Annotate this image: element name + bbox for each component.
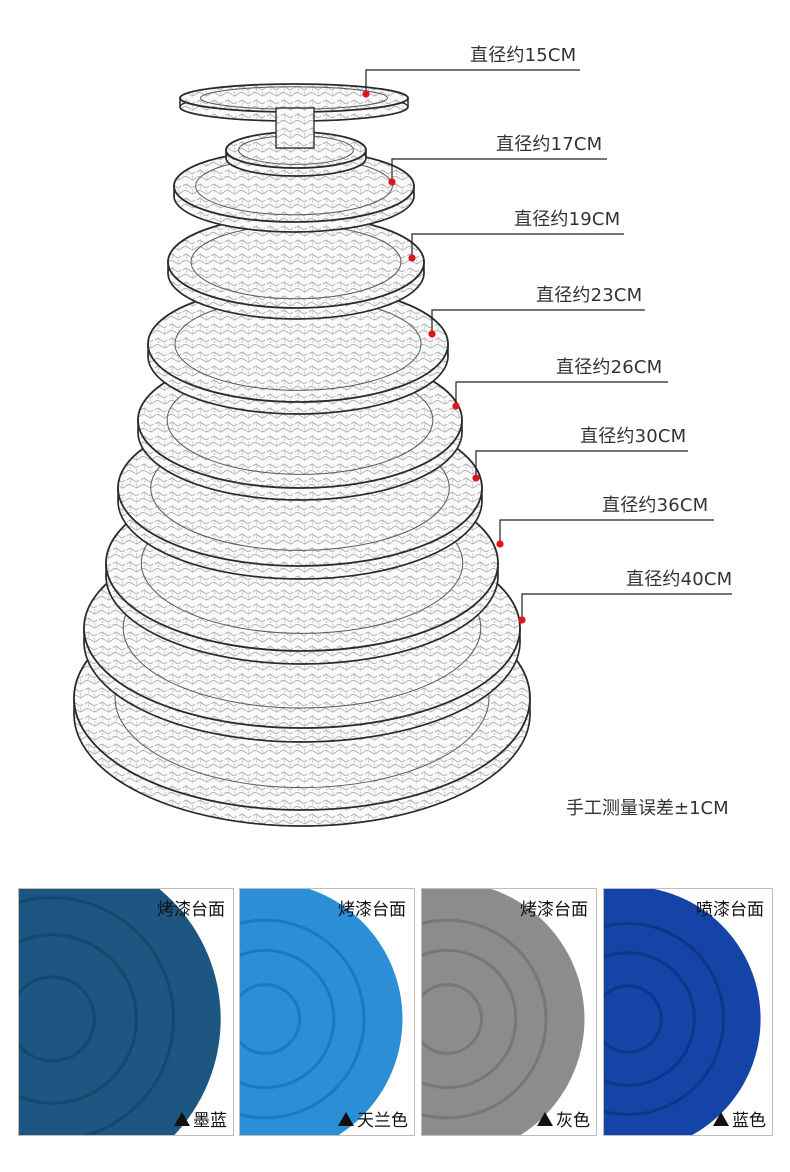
swatch-disc [604,889,761,1135]
swatch-ring [240,918,366,1120]
swatch-color-label: 蓝色 [713,1106,766,1131]
swatch-color-label: 灰色 [537,1106,590,1131]
swatch-disc [422,889,585,1135]
swatch-ring [240,983,302,1055]
swatch-ink-blue: 烤漆台面 墨蓝 [18,888,234,1136]
plate [147,285,449,415]
plate-stack-illustration [73,69,732,827]
swatch-ring [19,933,138,1105]
leader-line [499,519,714,544]
leader-line [431,309,645,334]
swatch-sky-blue: 烤漆台面 天兰色 [239,888,415,1136]
swatch-color-label: 天兰色 [338,1106,408,1131]
diameter-label: 直径约36CM [602,495,709,516]
red-dot-marker [388,178,396,186]
leader-line [521,593,732,620]
swatch-finish-label: 烤漆台面 [338,900,406,920]
plate [167,215,425,320]
swatch-blue-image [604,889,761,1135]
diameter-label: 直径约23CM [536,285,643,306]
leader-line [391,158,607,182]
diameter-label: 直径约26CM [556,357,663,378]
swatch-ring [19,975,96,1063]
swatch-ring [604,922,725,1116]
leader-line [455,381,668,406]
plate-group [73,83,531,827]
red-dot-marker [408,254,416,262]
leader-lines [362,69,732,624]
triangle-icon [338,1111,354,1126]
swatch-ring [422,918,548,1120]
swatch-ring [240,948,336,1090]
plate-spindle [275,107,315,149]
triangle-icon [537,1111,553,1126]
swatch-ring [422,983,484,1055]
swatch-disc [19,889,221,1135]
swatch-sky-blue-image [240,889,403,1135]
swatch-ring [19,896,175,1135]
leader-line [475,450,688,478]
swatch-finish-label: 烤漆台面 [157,900,225,920]
swatch-ring [604,984,663,1054]
swatch-ink-blue-image [19,889,221,1135]
swatch-color-label: 墨蓝 [174,1106,227,1131]
swatch-disc [240,889,403,1135]
swatch-ring [422,948,518,1090]
red-dot-marker [496,540,504,548]
swatch-gray: 烤漆台面 灰色 [421,888,597,1136]
diameter-label: 直径约30CM [580,426,687,447]
swatch-color-name: 墨蓝 [193,1111,227,1131]
triangle-icon [713,1111,729,1126]
swatch-color-name: 灰色 [556,1111,590,1131]
swatch-gray-image [422,889,585,1135]
leader-line [411,233,624,258]
red-dot-marker [362,90,370,98]
swatch-ring [604,951,696,1087]
measurement-error-note: 手工测量误差±1CM [566,798,729,819]
triangle-icon [174,1111,190,1126]
red-dot-marker [518,616,526,624]
diameter-label: 直径约17CM [496,134,603,155]
swatch-finish-label: 喷漆台面 [696,900,764,920]
red-dot-marker [452,402,460,410]
swatch-finish-label: 烤漆台面 [520,900,588,920]
diameter-label: 直径约40CM [626,569,733,590]
red-dot-marker [472,474,480,482]
diameter-label: 直径约19CM [514,209,621,230]
swatch-blue: 喷漆台面 蓝色 [603,888,773,1136]
diameter-label: 直径约15CM [470,45,577,66]
red-dot-marker [428,330,436,338]
swatch-color-name: 天兰色 [357,1111,408,1131]
leader-line [365,69,580,94]
swatch-color-name: 蓝色 [732,1111,766,1131]
